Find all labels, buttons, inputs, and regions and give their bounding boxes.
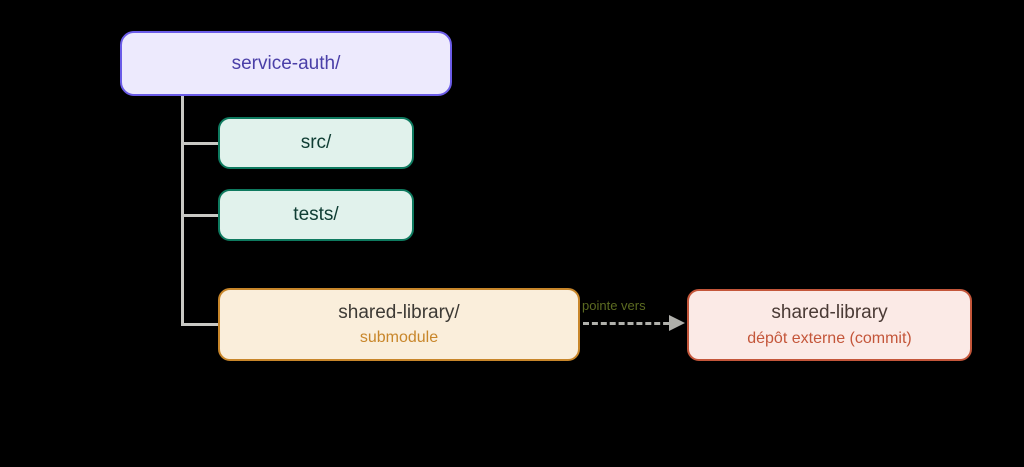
pointer-arrow-line [583,322,678,325]
node-shared-library-submodule-title: shared-library/ [338,301,460,323]
node-shared-library-external-title: shared-library [771,302,888,324]
node-src-title: src/ [300,132,332,154]
node-shared-library-submodule-subtitle: submodule [359,329,439,347]
node-tests[interactable]: tests/ [218,189,414,241]
node-tests-title: tests/ [293,204,339,226]
node-service-auth[interactable]: service-auth/ [120,31,452,96]
node-shared-library-external-subtitle: dépôt externe (commit) [747,329,912,347]
node-shared-library-external[interactable]: shared-library dépôt externe (commit) [687,289,972,361]
tree-trunk-line [181,96,184,326]
tree-branch-line-tests [181,214,219,217]
arrow-head-icon [669,315,685,331]
node-service-auth-title: service-auth/ [231,52,341,74]
tree-branch-line-src [181,142,219,145]
pointer-arrow-label: pointe vers [582,298,646,313]
node-shared-library-submodule[interactable]: shared-library/ submodule [218,288,580,361]
node-src[interactable]: src/ [218,117,414,169]
tree-branch-line-submodule [181,323,219,326]
